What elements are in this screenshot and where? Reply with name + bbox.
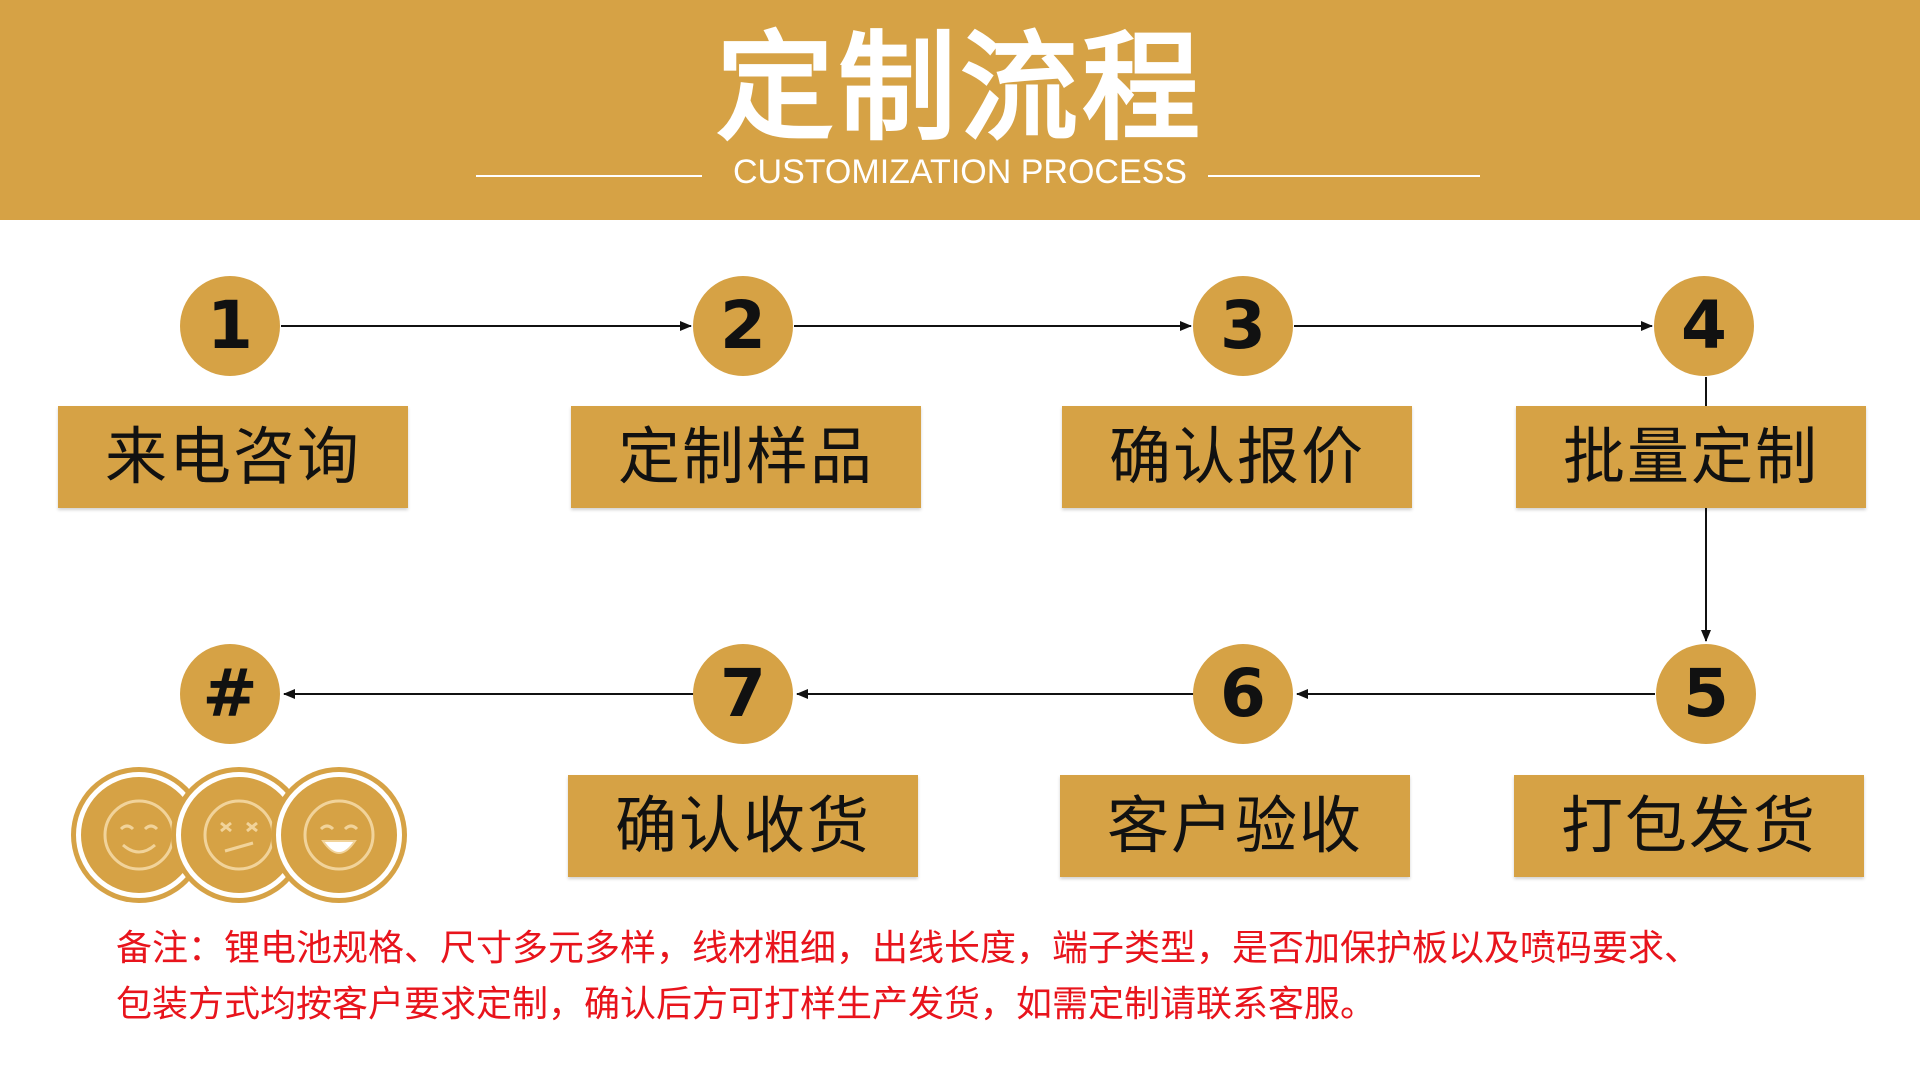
step-5-label: 打包发货 (1514, 775, 1864, 877)
page-title: 定制流程 (715, 19, 1204, 157)
laugh-face-icon (276, 772, 402, 898)
subtitle-rule-right (1208, 175, 1480, 177)
step-1-label: 来电咨询 (58, 406, 408, 508)
step-6-label: 客户验收 (1060, 775, 1410, 877)
note-line-2: 包装方式均按客户要求定制，确认后方可打样生产发货，如需定制请联系客服。 (116, 984, 1377, 1025)
step-1-number: 1 (180, 276, 280, 376)
step-3-number: 3 (1193, 276, 1293, 376)
step-4-number: 4 (1654, 276, 1754, 376)
step-7-label: 确认收货 (568, 775, 918, 877)
step-4-label: 批量定制 (1516, 406, 1866, 508)
step-3-label: 确认报价 (1062, 406, 1412, 508)
note-line-1: 备注：锂电池规格、尺寸多元多样，线材粗细，出线长度，端子类型，是否加保护板以及喷… (116, 928, 1701, 969)
step-6-number: 6 (1193, 644, 1293, 744)
step-5-number: 5 (1656, 644, 1756, 744)
step-2-number: 2 (693, 276, 793, 376)
step-end-number: # (180, 644, 280, 744)
step-2-label: 定制样品 (571, 406, 921, 508)
header-banner: 定制流程 CUSTOMIZATION PROCESS (0, 0, 1920, 220)
step-7-number: 7 (693, 644, 793, 744)
subtitle-rule-left (476, 175, 702, 177)
page-subtitle: CUSTOMIZATION PROCESS (732, 153, 1187, 191)
